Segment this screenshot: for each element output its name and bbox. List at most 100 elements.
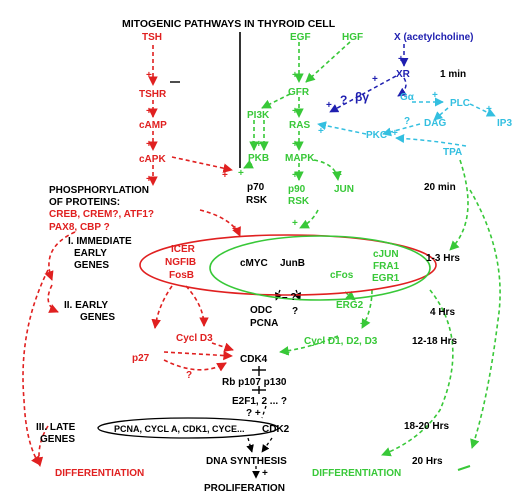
node-odc: ODC xyxy=(250,305,272,316)
node-cfos: cFos xyxy=(330,270,354,281)
edge-cycld123-cdk4 xyxy=(279,335,339,356)
stage-late-2: GENES xyxy=(40,434,75,445)
mark-green-plus-6: + xyxy=(292,170,298,181)
edge-mapk-jun xyxy=(313,159,342,181)
mark-cyan-plus-4: + xyxy=(318,126,324,137)
node-pkc: PKC xyxy=(366,130,387,141)
edge-plc-dag xyxy=(433,107,449,121)
edge-pkb-p70 xyxy=(243,159,254,169)
edge-capk-p70 xyxy=(171,156,233,173)
node-erg2: ERG2 xyxy=(336,300,364,311)
node-cjun: cJUN xyxy=(373,249,399,260)
core-solid-edges xyxy=(252,366,266,394)
muscarinic-edges xyxy=(329,44,409,113)
edge-lategenes-dna xyxy=(246,437,254,453)
mark-cyan-plus-2: + xyxy=(486,104,492,115)
diagram-title: MITOGENIC PATHWAYS IN THYROID CELL xyxy=(122,18,336,30)
mark-green-plus-5: + xyxy=(238,168,244,179)
node-egr1: EGR1 xyxy=(372,273,400,284)
time-4hrs: 4 Hrs xyxy=(430,307,455,318)
node-ach: X (acetylcholine) xyxy=(394,32,473,43)
mark-blue-plus-2: + xyxy=(372,74,378,85)
node-pax8: PAX8, CBP ? xyxy=(49,222,110,233)
edge-creb-immediate xyxy=(44,231,76,281)
node-tsh: TSH xyxy=(142,32,162,43)
edge-ellipse-pcna xyxy=(293,289,302,301)
node-diff-green: DIFFERENTIATION xyxy=(312,468,401,479)
node-p90: p90 xyxy=(288,184,306,195)
time-1min: 1 min xyxy=(440,69,466,80)
node-egf: EGF xyxy=(290,32,311,43)
edge-right-long xyxy=(469,189,501,449)
node-mapk: MAPK xyxy=(285,153,315,164)
mark-green-plus-1: + xyxy=(292,70,298,81)
edge-left-differentiation xyxy=(22,269,49,466)
stage-early-1: II. EARLY xyxy=(64,300,108,311)
node-jun: JUN xyxy=(334,184,354,195)
node-ras: RAS xyxy=(289,120,310,131)
node-pkb: PKB xyxy=(248,153,269,164)
node-cmyc: cMYC xyxy=(240,258,268,269)
edge-p27-cdk4 xyxy=(163,350,233,361)
pkc-edges xyxy=(317,97,496,147)
mark-red-plus-3: + xyxy=(146,139,152,150)
edge-dag-pkc xyxy=(382,123,421,137)
node-icer: ICER xyxy=(171,244,196,255)
mark-red-plus-5: + xyxy=(222,170,228,181)
stage-late-1: III. LATE xyxy=(36,422,76,433)
mark-green-plus-3: + xyxy=(292,139,298,150)
mark-green-plus-4: ++ xyxy=(250,139,262,150)
edge-fosb-cycld3 xyxy=(185,285,209,327)
node-dna: DNA SYNTHESIS xyxy=(206,456,287,467)
edge-tpa-egr1 xyxy=(449,159,469,251)
growth-edges xyxy=(243,41,501,457)
node-fra1: FRA1 xyxy=(373,261,400,272)
edge-pkc-ras xyxy=(317,121,367,135)
node-dag: DAG xyxy=(424,118,446,129)
node-galpha: Gα xyxy=(400,92,415,103)
mark-cyan-question: ? xyxy=(404,116,410,127)
mark-green-plus-9: + xyxy=(360,319,366,330)
node-plc: PLC xyxy=(450,98,470,109)
edge-plc-ip3 xyxy=(469,103,496,117)
node-p70: p70 xyxy=(247,182,265,193)
edge-hgf-gfr xyxy=(305,41,351,83)
node-ip3: IP3 xyxy=(497,118,512,129)
node-tshr: TSHR xyxy=(139,89,167,100)
mark-red-question: ? xyxy=(186,370,192,381)
node-cycl-d123: Cycl D1, D2, D3 xyxy=(304,336,378,347)
node-tpa: TPA xyxy=(443,147,462,158)
edge-cycld3-cdk4 xyxy=(211,342,234,352)
mark-blue-question: ? xyxy=(340,93,347,107)
edge-gfr-pi3k xyxy=(261,93,291,109)
node-pi3k: PI3K xyxy=(247,110,270,121)
node-junb: JunB xyxy=(280,258,305,269)
edge-ellipse-cycld123 xyxy=(361,289,373,329)
mark-black-plus: + xyxy=(262,468,268,479)
edge-rsk-ellipse xyxy=(299,209,319,229)
node-prolif: PROLIFERATION xyxy=(204,483,285,494)
mark-red-plus-2: + xyxy=(146,106,152,117)
mark-black-minus-q: – ? xyxy=(282,292,296,303)
node-camp: cAMP xyxy=(139,120,167,131)
edge-phos-ellipse xyxy=(199,209,241,237)
node-creb: CREB, CREM?, ATF1? xyxy=(49,209,154,220)
time-20hrs: 20 Hrs xyxy=(412,456,443,467)
time-18-20hrs: 18-20 Hrs xyxy=(404,421,449,432)
edge-ellipse-odc xyxy=(274,289,283,301)
mark-green-plus-10: + xyxy=(284,348,290,359)
edge-lategenes-differentiation xyxy=(33,425,49,467)
edge-fosb-p27 xyxy=(151,285,173,329)
node-phos1: PHOSPHORYLATION xyxy=(49,185,149,196)
node-gfr: GFR xyxy=(288,87,310,98)
node-p27: p27 xyxy=(132,353,150,364)
time-12-18hrs: 12-18 Hrs xyxy=(412,336,457,347)
edge-e2f-lategenes xyxy=(261,405,267,419)
node-diff-red: DIFFERENTIATION xyxy=(55,468,144,479)
mark-green-plus-7: + xyxy=(336,170,342,181)
core-edges xyxy=(246,289,302,479)
node-beta-gamma: βγ xyxy=(355,90,369,104)
node-fosb: FosB xyxy=(169,270,194,281)
edge-p27-cycld3-question xyxy=(163,359,227,372)
